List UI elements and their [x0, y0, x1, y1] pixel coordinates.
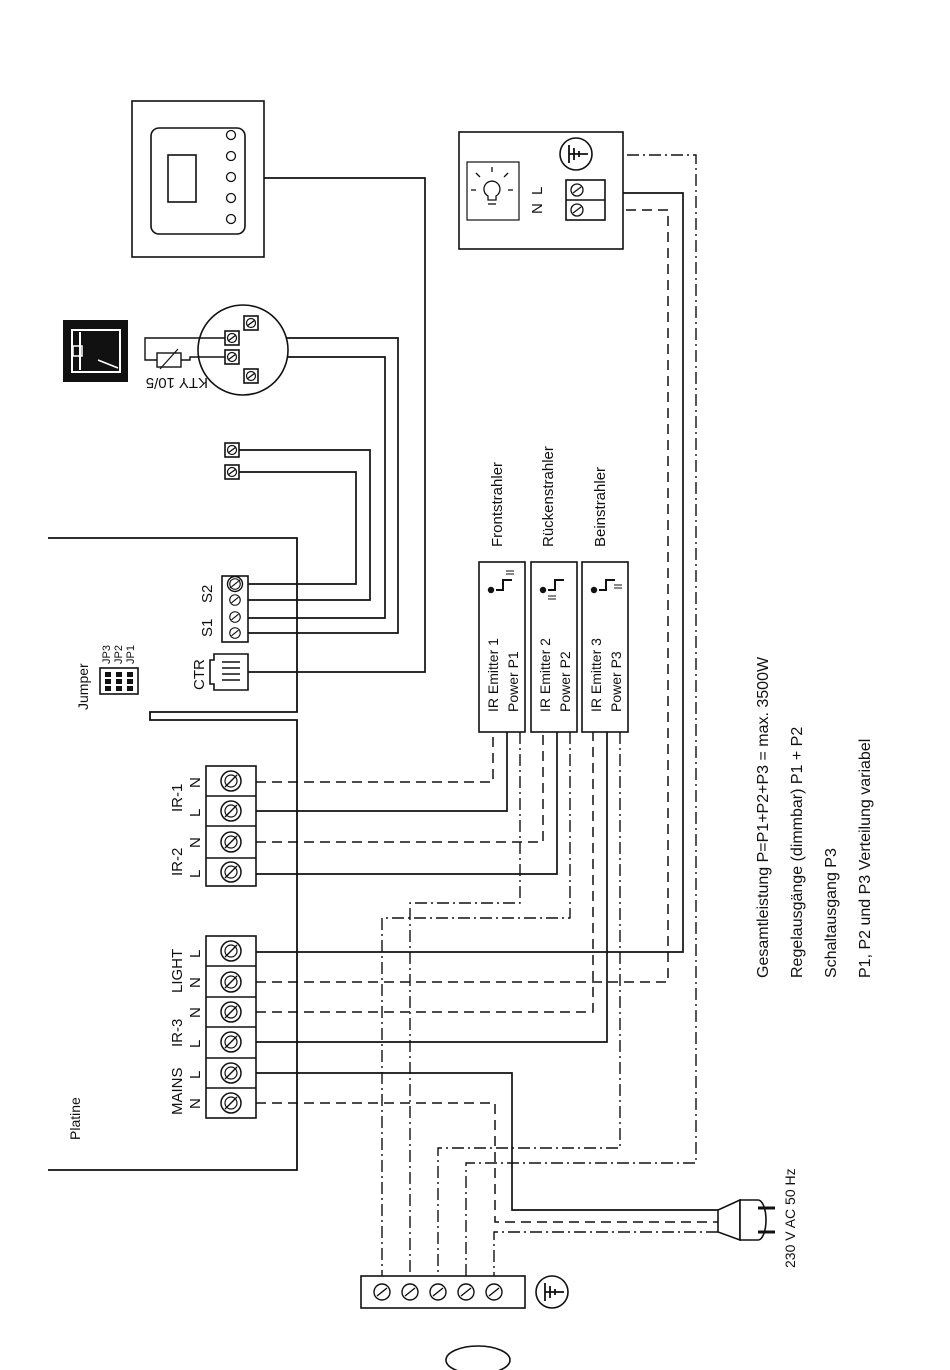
- mains-n-wire: [256, 1102, 718, 1223]
- heater-icon: [487, 570, 622, 600]
- jumper-block: [99, 667, 139, 695]
- earth-wires: [381, 154, 718, 1285]
- sensor-wire-1: [232, 337, 399, 634]
- wires: [232, 177, 718, 1211]
- light-label: LIGHT: [169, 949, 186, 993]
- lamp-pin-n: N: [529, 203, 546, 214]
- mains-pin-l: L: [187, 1071, 204, 1079]
- sensor-label: KTY 10/5: [146, 374, 208, 391]
- ir2-pin-l: L: [187, 870, 204, 878]
- power-terminal-block: [205, 935, 257, 1119]
- ctr-rj-jack: [209, 653, 249, 691]
- ir1-l-wire: [256, 732, 508, 812]
- light-pin-l: L: [187, 950, 204, 958]
- neutral-wires: [256, 209, 718, 1223]
- emitter-2-line1: IR Emitter 2: [537, 638, 553, 712]
- ir3-n-wire: [256, 732, 594, 1013]
- s2-terminal-b: [224, 464, 240, 480]
- note-switch-output: Schaltausgang P3: [823, 848, 840, 978]
- ir12-terminal-block: [205, 765, 257, 887]
- mains-pin-n: N: [187, 1098, 204, 1109]
- s1-label: S1: [199, 619, 216, 637]
- s2-label: S2: [199, 585, 216, 603]
- lamp-earth-wire: [465, 154, 697, 1285]
- mains-l-wire: [256, 1072, 718, 1211]
- mains-plug-icon: [717, 1198, 775, 1242]
- ir1-n-wire: [256, 732, 494, 783]
- mains-label: MAINS: [169, 1067, 186, 1115]
- sensor-housing-icon: [63, 320, 128, 382]
- control-cable: [248, 177, 426, 673]
- jumper-jp2: JP2: [113, 645, 125, 664]
- board-outline: [48, 537, 298, 1171]
- emitter-2-heading: Rückenstrahler: [540, 446, 557, 547]
- emitter3-earth-wire: [437, 732, 621, 1285]
- light-bulb-icon: [471, 167, 513, 205]
- ir3-pin-n: N: [187, 1007, 204, 1018]
- ir2-n-wire: [256, 732, 544, 843]
- ir3-label: IR-3: [169, 1019, 186, 1047]
- emitter-1-line2: Power P1: [505, 651, 521, 712]
- light-pin-n: N: [187, 977, 204, 988]
- earth-bus-bar: [360, 1275, 526, 1309]
- earth-bar-icon: [535, 1275, 569, 1309]
- note-distribution: P1, P2 und P3 Verteilung variabel: [857, 739, 874, 978]
- jumper-jp1: JP1: [125, 645, 137, 664]
- ir2-pin-n: N: [187, 837, 204, 848]
- note-dimmable: Regelausgänge (dimmbar) P1 + P2: [789, 727, 806, 978]
- lamp-pin-l: L: [529, 187, 546, 195]
- note-total-power: Gesamtleistung P=P1+P2+P3 = max. 3500W: [755, 656, 772, 978]
- s2-wire-1: [232, 449, 371, 601]
- panel-display: [167, 154, 197, 203]
- ir2-label: IR-2: [169, 848, 186, 876]
- ir3-pin-l: L: [187, 1040, 204, 1048]
- emitter-1-heading: Frontstrahler: [489, 462, 506, 547]
- emitter2-earth-wire: [381, 732, 571, 1285]
- ir1-pin-l: L: [187, 809, 204, 817]
- lamp-earth-icon: [559, 137, 593, 171]
- emitter-3-heading: Beinstrahler: [592, 467, 609, 547]
- sensor-wire-2: [232, 356, 386, 619]
- s2-terminal-a: [224, 442, 240, 458]
- board-label: Platine: [67, 1097, 83, 1140]
- jumper-title: Jumper: [75, 663, 91, 710]
- supply-label: 230 V AC 50 Hz: [782, 1168, 798, 1268]
- emitter-3-line2: Power P3: [608, 651, 624, 712]
- ir3-l-wire: [256, 732, 608, 1043]
- sensor-terminal: [221, 575, 249, 643]
- ir1-label: IR-1: [169, 784, 186, 812]
- ir2-l-wire: [256, 732, 558, 875]
- emitter-3-line1: IR Emitter 3: [588, 638, 604, 712]
- page-marker: [445, 1345, 511, 1370]
- control-panel: [131, 100, 265, 258]
- light-l-wire: [256, 192, 684, 953]
- lamp-box: [458, 131, 624, 250]
- kty-sensor: [144, 304, 289, 396]
- emitter-1-line1: IR Emitter 1: [485, 638, 501, 712]
- ir1-pin-n: N: [187, 777, 204, 788]
- jumper-jp3: JP3: [101, 645, 113, 664]
- s2-wire-2: [232, 471, 357, 585]
- emitter-2-line2: Power P2: [557, 651, 573, 712]
- ctr-label: CTR: [191, 659, 208, 690]
- plug-earth-wire: [493, 1231, 718, 1285]
